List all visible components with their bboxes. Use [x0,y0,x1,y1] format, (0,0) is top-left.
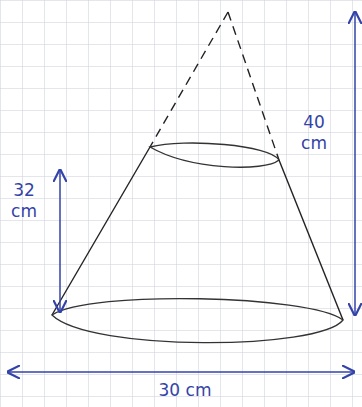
dimension-arrow [8,371,354,373]
dashed-edge [150,12,228,147]
dimension-label: 32 cm [2,180,46,223]
base-ellipse [52,299,343,343]
top-ellipse [150,143,279,167]
slant-edge [279,160,343,320]
dashed-edge [228,12,279,160]
dimension-arrow [354,12,356,315]
slant-edge [52,147,150,315]
dimension-label: 40 cm [290,112,338,155]
dimension-label: 30 cm [140,380,230,401]
dimension-arrow [59,170,61,312]
